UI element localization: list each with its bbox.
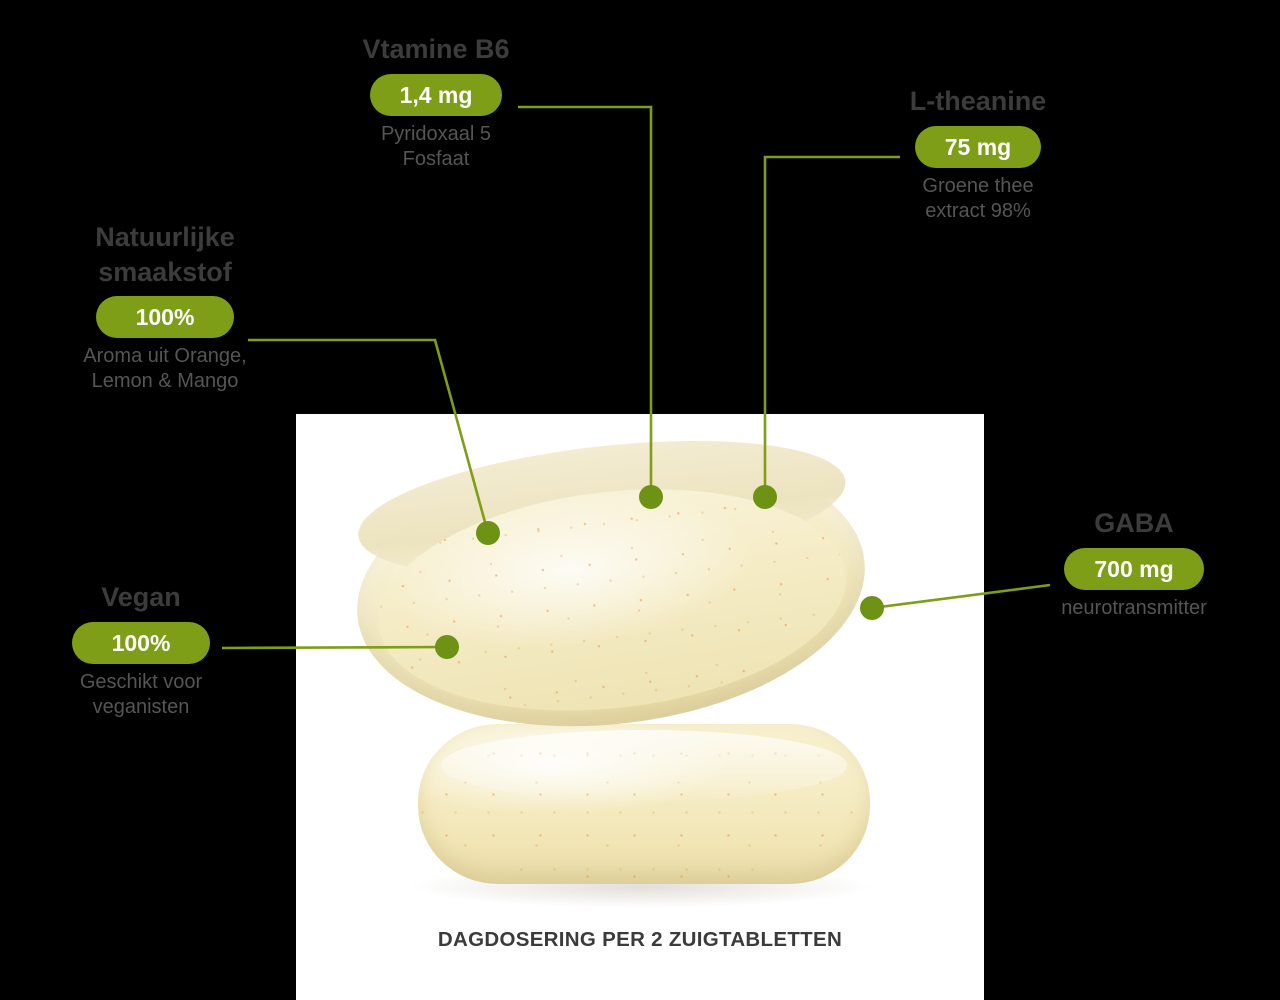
tablet-illustration xyxy=(296,414,984,1000)
callout-vitamine-b6: Vtamine B6 1,4 mg Pyridoxaal 5 Fosfaat xyxy=(303,32,569,172)
callout-natuurlijke-smaakstof: Natuurlijke smaakstof 100% Aroma uit Ora… xyxy=(10,220,320,395)
callout-value-pill: 100% xyxy=(95,296,235,339)
callout-title: Vegan xyxy=(101,582,181,612)
callout-title: GABA xyxy=(1094,508,1174,538)
tablet-speckles xyxy=(418,724,870,884)
callout-subtitle: Geschikt voor veganisten xyxy=(79,670,203,718)
callout-value-pill: 1,4 mg xyxy=(369,73,503,116)
callout-subtitle: Groene thee extract 98% xyxy=(922,174,1034,222)
callout-gaba: GABA 700 mg neurotransmitter xyxy=(1010,506,1258,621)
callout-value-pill: 100% xyxy=(71,621,211,664)
callout-title: Vtamine B6 xyxy=(362,34,510,64)
callout-subtitle: Pyridoxaal 5 Fosfaat xyxy=(380,122,492,170)
callout-value-pill: 75 mg xyxy=(914,125,1042,168)
tablet-top xyxy=(342,419,880,752)
callout-title: Natuurlijke smaakstof xyxy=(95,222,235,287)
product-photo-panel: DAGDOSERING PER 2 ZUIGTABLETTEN xyxy=(296,414,984,1000)
callout-vegan: Vegan 100% Geschikt voor veganisten xyxy=(12,580,270,720)
callout-subtitle: Aroma uit Orange, Lemon & Mango xyxy=(83,345,247,393)
callout-subtitle: neurotransmitter xyxy=(1061,596,1207,619)
callout-title: L-theanine xyxy=(909,86,1047,116)
callout-value-pill: 700 mg xyxy=(1064,547,1204,590)
tablet-bottom xyxy=(418,724,870,884)
callout-l-theanine: L-theanine 75 mg Groene thee extract 98% xyxy=(860,84,1096,224)
photo-caption: DAGDOSERING PER 2 ZUIGTABLETTEN xyxy=(437,928,843,951)
